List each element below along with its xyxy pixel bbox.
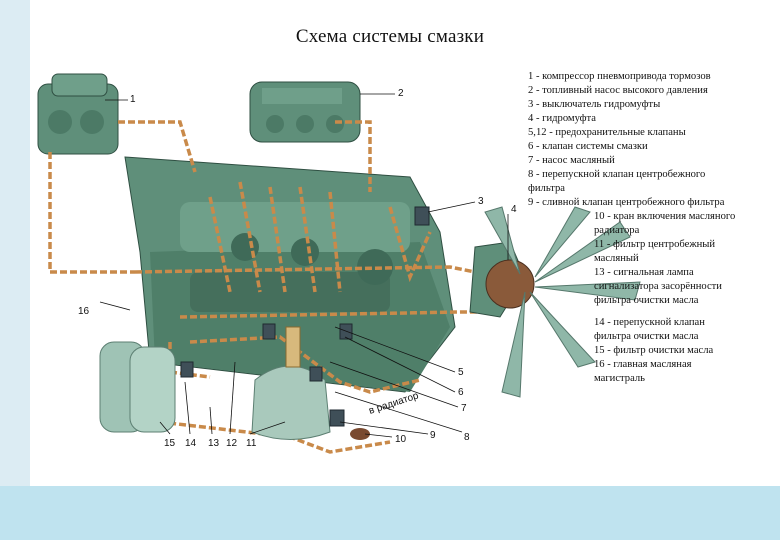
- callout-1: 1: [130, 94, 136, 105]
- bottom-band: [0, 486, 780, 540]
- legend-item: 3 - выключатель гидромуфты: [528, 98, 660, 112]
- callout-2: 2: [398, 88, 404, 99]
- page-title: Схема системы смазки: [0, 26, 780, 48]
- callout-4: 4: [511, 204, 517, 215]
- legend-item: фильтра: [528, 182, 565, 196]
- legend-item: фильтра очистки масла: [594, 330, 699, 344]
- legend-item: 10 - кран включения масляного: [594, 210, 735, 224]
- oil-filter: [100, 342, 175, 432]
- compressor: [38, 74, 118, 154]
- legend-item: 13 - сигнальная лампа: [594, 266, 694, 280]
- callout-9: 9: [430, 430, 436, 441]
- legend-item: фильтра очистки масла: [594, 294, 699, 308]
- callout-7: 7: [461, 403, 467, 414]
- legend-item: 16 - главная масляная: [594, 358, 692, 372]
- callout-6: 6: [458, 387, 464, 398]
- callout-13: 13: [208, 438, 220, 449]
- legend-item: 5,12 - предохранительные клапаны: [528, 126, 686, 140]
- callout-16: 16: [78, 306, 90, 317]
- callout-15: 15: [164, 438, 176, 449]
- legend-item: 14 - перепускной клапан: [594, 316, 705, 330]
- legend-item: сигнализатора засорённости: [594, 280, 722, 294]
- callout-3: 3: [478, 196, 484, 207]
- callout-14: 14: [185, 438, 197, 449]
- legend-item: масляный: [594, 252, 639, 266]
- legend-item: 11 - фильтр центробежный: [594, 238, 715, 252]
- callout-11: 11: [246, 438, 257, 449]
- legend-item: 2 - топливный насос высокого давления: [528, 84, 708, 98]
- legend-item: 9 - сливной клапан центробежного фильтра: [528, 196, 724, 210]
- legend-item: 7 - насос масляный: [528, 154, 615, 168]
- callout-8: 8: [464, 432, 470, 443]
- callout-5: 5: [458, 367, 464, 378]
- svg-text:в радиатор: в радиатор: [368, 390, 421, 417]
- callout-12: 12: [226, 438, 238, 449]
- legend-item: магистраль: [594, 372, 645, 386]
- legend-item: 6 - клапан системы смазки: [528, 140, 648, 154]
- callout-10: 10: [395, 434, 407, 445]
- legend-item: 4 - гидромуфта: [528, 112, 596, 126]
- legend-item: 15 - фильтр очистки масла: [594, 344, 713, 358]
- legend-item: 8 - перепускной клапан центробежного: [528, 168, 705, 182]
- left-margin-strip: [0, 0, 30, 486]
- legend-item: 1 - компрессор пневмопривода тормозов: [528, 70, 711, 84]
- fuel-pump: [250, 82, 360, 142]
- legend-item: радиатора: [594, 224, 639, 238]
